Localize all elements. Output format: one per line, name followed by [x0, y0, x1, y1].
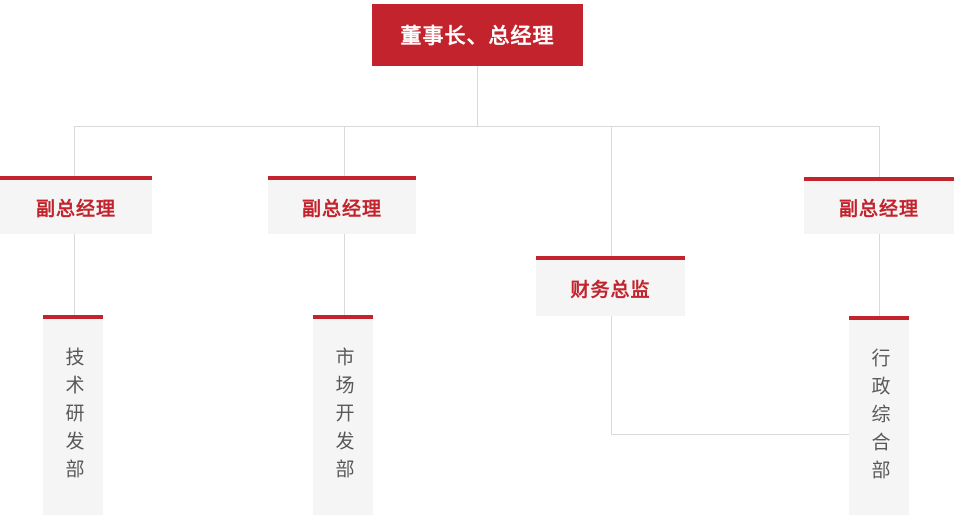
connector-drop-vp-middle — [344, 126, 345, 177]
node-label: 董事长、总经理 — [400, 25, 555, 48]
node-deputy-gm-middle: 副总经理 — [268, 176, 416, 234]
connector-main-horizontal — [74, 126, 880, 127]
node-tech-rd-department: 技术研发部 — [43, 315, 103, 515]
node-finance-director: 财务总监 — [536, 256, 685, 316]
node-label: 技术研发部 — [62, 347, 84, 487]
connector-vp-left-to-dept — [74, 234, 75, 315]
node-label: 副总经理 — [35, 198, 116, 220]
connector-drop-vp-right — [879, 126, 880, 178]
node-label: 市场开发部 — [332, 347, 354, 487]
node-deputy-gm-left: 副总经理 — [0, 176, 152, 234]
node-label: 行政综合部 — [868, 347, 890, 488]
connector-drop-finance — [611, 126, 612, 256]
node-chairman-general-manager: 董事长、总经理 — [372, 4, 583, 66]
connector-drop-vp-left — [74, 126, 75, 177]
connector-finance-to-admin — [611, 434, 849, 435]
node-market-dev-department: 市场开发部 — [313, 315, 373, 515]
connector-vp-middle-to-dept — [344, 234, 345, 315]
node-deputy-gm-right: 副总经理 — [804, 177, 954, 234]
connector-finance-down — [611, 316, 612, 435]
connector-root-drop — [477, 66, 478, 127]
node-label: 副总经理 — [838, 199, 919, 220]
connector-vp-right-to-dept — [879, 234, 880, 316]
node-label: 财务总监 — [570, 279, 651, 301]
node-admin-general-department: 行政综合部 — [849, 316, 909, 515]
node-label: 副总经理 — [301, 198, 382, 220]
